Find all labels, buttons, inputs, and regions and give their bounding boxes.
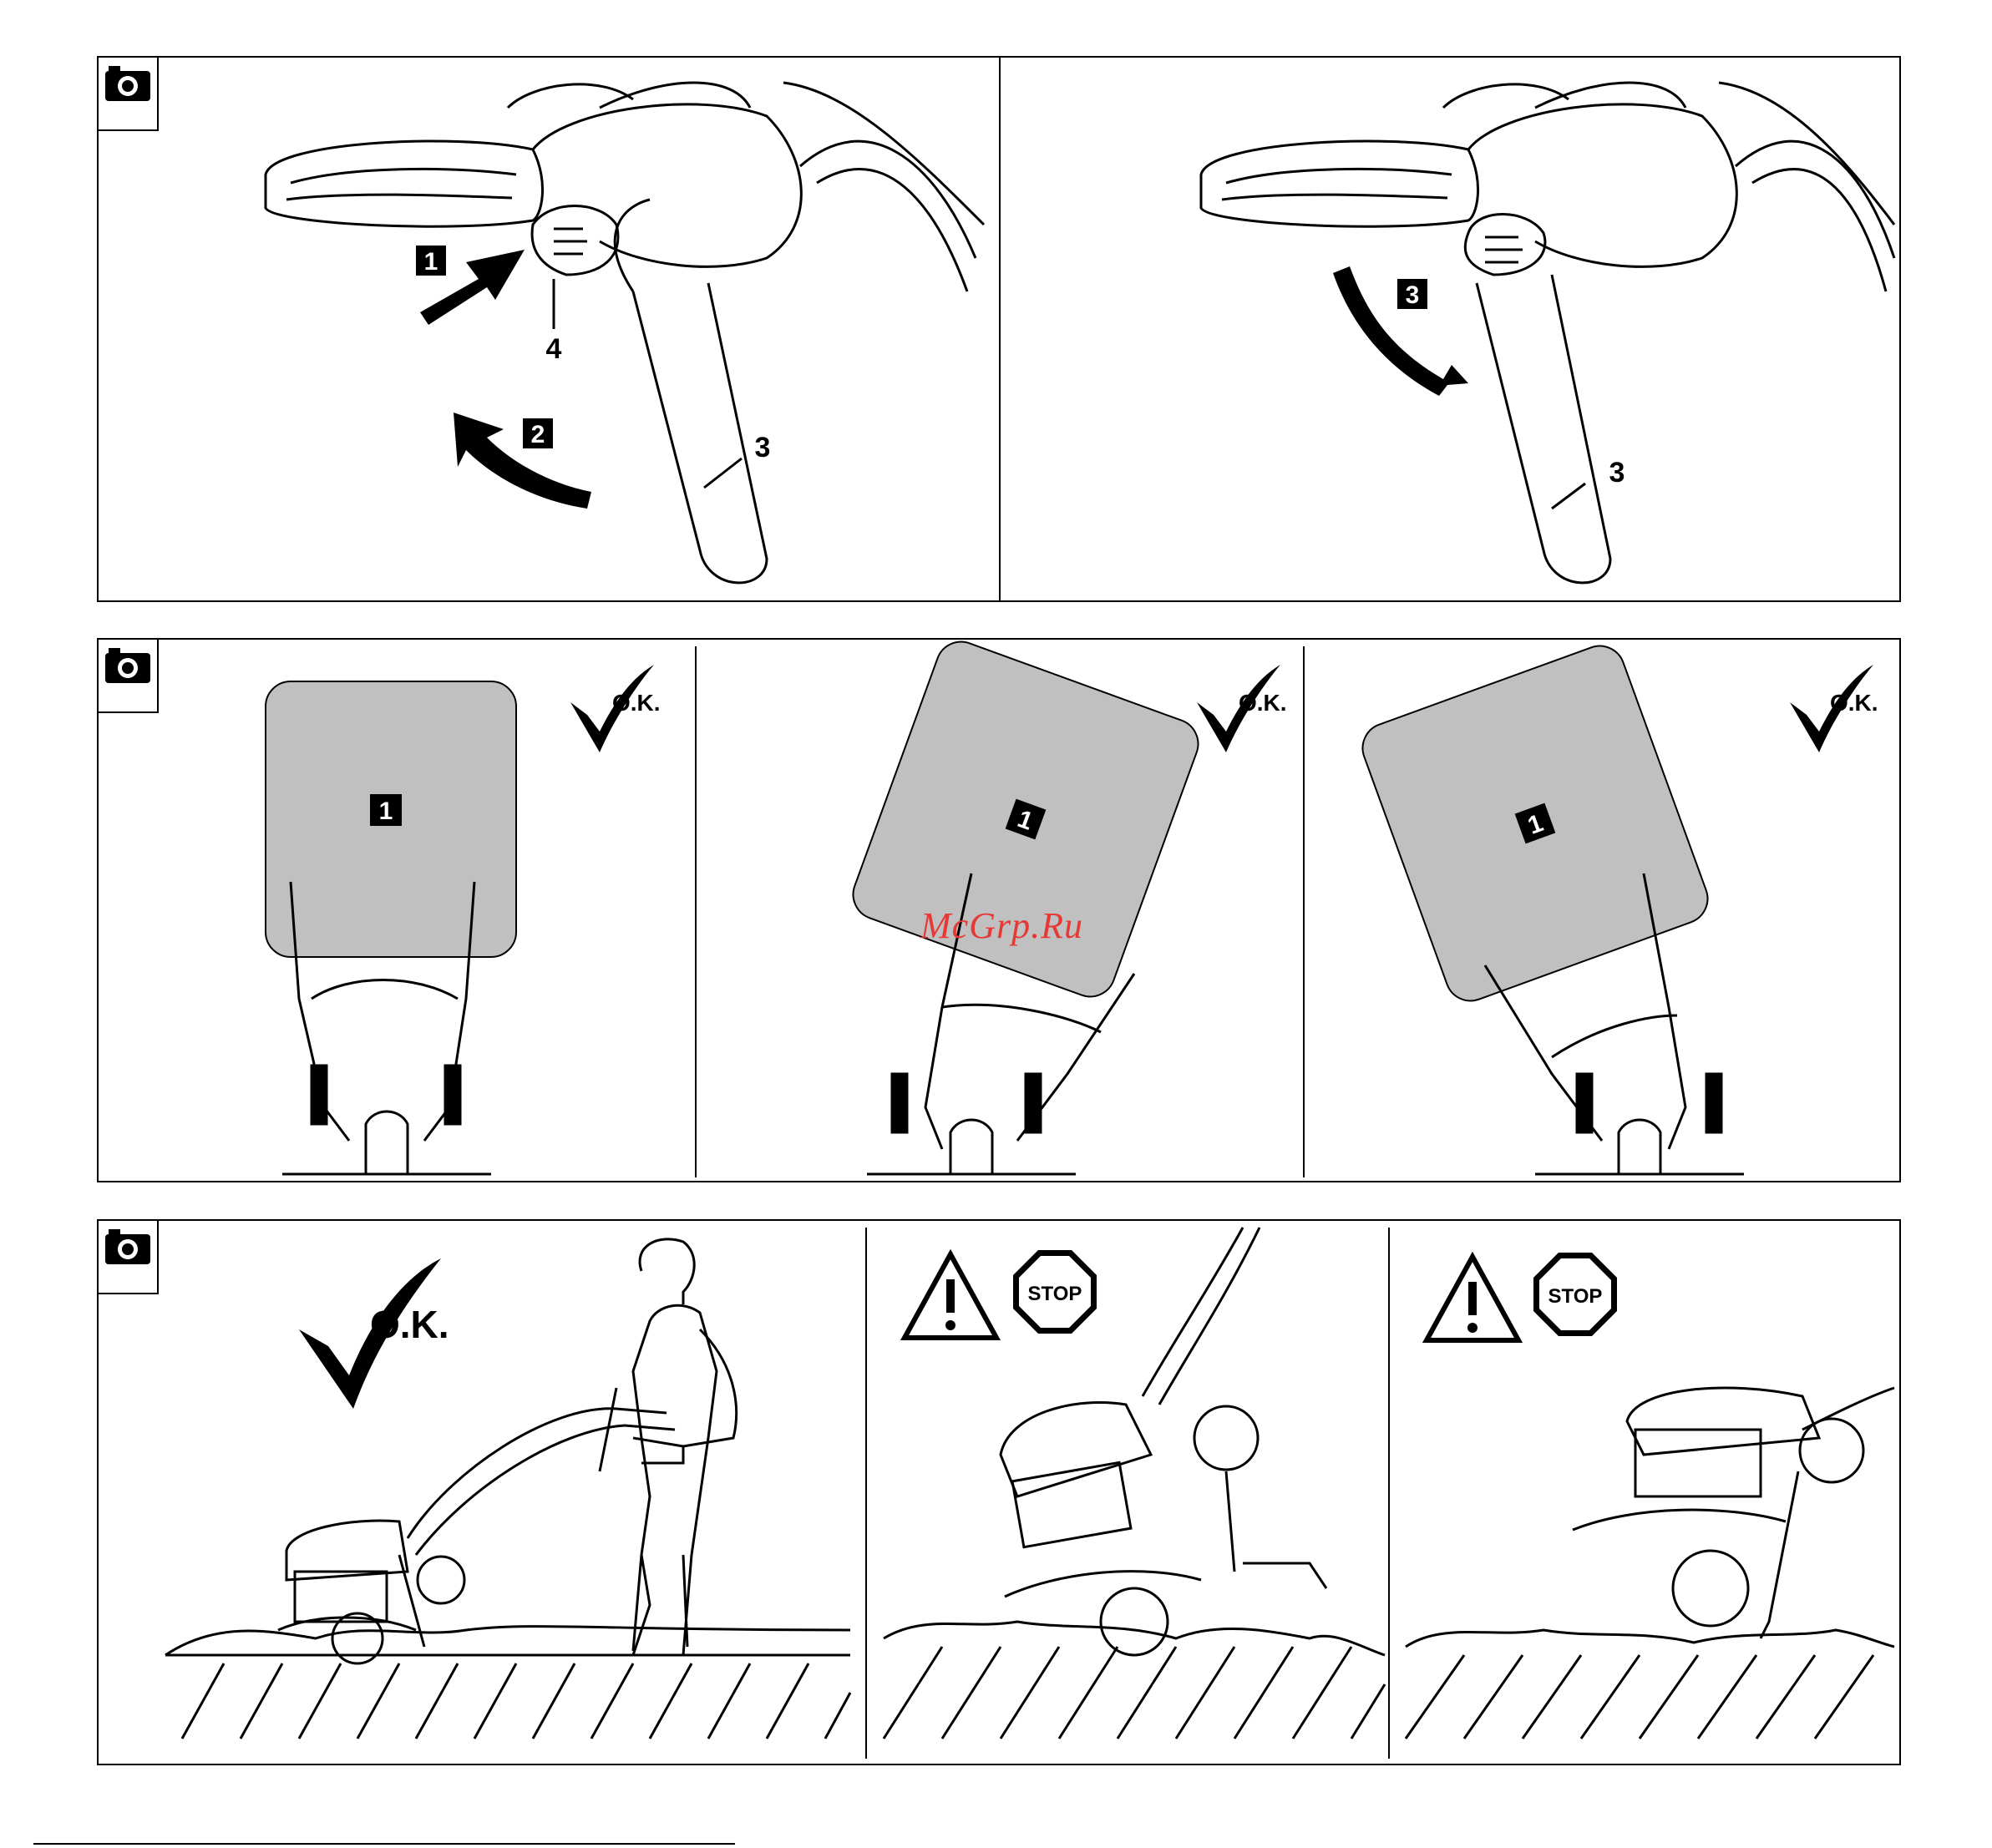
step2-label: 2 (531, 421, 545, 448)
panel-operating-position: O.K. (97, 1219, 1901, 1765)
part-label-3: 3 (755, 432, 771, 463)
svg-text:O.K.: O.K. (1830, 690, 1878, 716)
offset-center: 1 O.K. (266, 665, 661, 1174)
panel-handle-adjust: 1 2 4 3 3 3 (97, 56, 1901, 602)
svg-text:O.K.: O.K. (370, 1303, 449, 1346)
part-label-3-right: 3 (1609, 457, 1625, 489)
operating-stop-2: STOP (1406, 1253, 1894, 1739)
cable-1 (800, 141, 976, 258)
svg-text:STOP: STOP (1548, 1285, 1603, 1308)
footer-rule (33, 1843, 735, 1845)
handle-bar-3 (633, 283, 767, 583)
offset-left: 1 O.K. (1356, 639, 1878, 1174)
soil-hatching (1406, 1655, 1873, 1739)
handlebar-illustration-left: 1 2 4 3 (99, 58, 999, 602)
operator-figure (633, 1239, 737, 1655)
svg-text:1: 1 (379, 797, 393, 825)
operating-illustrations: O.K. (99, 1221, 1899, 1764)
step1-label: 1 (424, 248, 438, 276)
soil-hatching (182, 1663, 850, 1739)
arrow-icon-rotate (454, 413, 591, 509)
operating-stop-1: STOP (884, 1228, 1385, 1739)
soil-hatching (884, 1647, 1385, 1739)
watermark: McGrp.Ru (920, 904, 1083, 947)
svg-text:STOP: STOP (1028, 1283, 1082, 1305)
svg-text:O.K.: O.K. (1239, 690, 1287, 716)
part-label-4: 4 (546, 333, 562, 365)
operating-ok: O.K. (165, 1239, 850, 1739)
step3-label: 3 (1406, 281, 1420, 309)
cable-3 (783, 83, 984, 225)
svg-text:O.K.: O.K. (612, 690, 661, 716)
handlebar-illustration-right: 3 3 (1001, 58, 1901, 602)
grip (266, 141, 543, 226)
